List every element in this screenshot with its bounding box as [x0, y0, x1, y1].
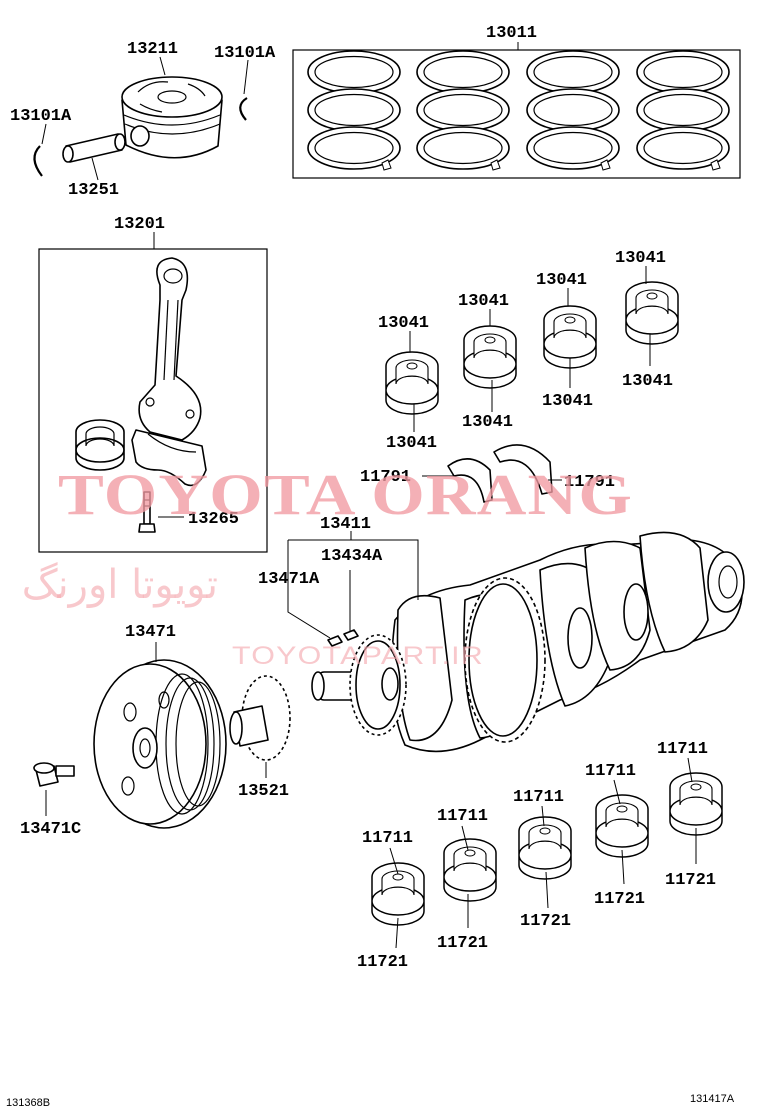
piston-pin	[62, 133, 126, 163]
crankshaft	[311, 531, 745, 753]
label-11791-right: 11791	[564, 473, 615, 492]
key-2	[343, 629, 359, 641]
label-13471c: 13471C	[20, 820, 81, 839]
piston-ring-sets	[292, 49, 741, 179]
label-13251: 13251	[68, 181, 119, 200]
label-13041-5: 13041	[386, 434, 437, 453]
label-11711-2: 11711	[437, 807, 488, 826]
conrod-bearings	[385, 281, 679, 415]
connecting-rod	[138, 257, 202, 441]
label-13211: 13211	[127, 40, 178, 59]
timing-sprocket	[229, 675, 291, 761]
label-11711-1: 11711	[362, 829, 413, 848]
watermark-main: TOYOTA ORANG	[58, 462, 633, 527]
label-13041-6: 13041	[462, 413, 513, 432]
label-11721-5: 11721	[665, 871, 716, 890]
label-13041-7: 13041	[542, 392, 593, 411]
connecting-rod-bearing	[75, 419, 125, 471]
connecting-rod-assembly	[38, 248, 268, 553]
label-13101a-left: 13101A	[10, 107, 72, 126]
pulley-bolt	[33, 762, 75, 787]
crankshaft-pulley	[93, 659, 227, 829]
watermark-site: TOYOTAPART.IR	[232, 642, 484, 670]
thrust-washers	[447, 444, 553, 503]
crank-sprocket	[349, 634, 407, 736]
leader-lines	[41, 42, 697, 949]
watermark-persian: تویوتا اورنگ	[22, 562, 218, 608]
label-13471a: 13471A	[258, 570, 320, 589]
piston	[121, 76, 223, 159]
piston-assembly	[33, 76, 248, 177]
snap-ring-top	[239, 97, 248, 121]
label-11711-3: 11711	[513, 788, 564, 807]
label-13041-8: 13041	[622, 372, 673, 391]
label-11721-4: 11721	[594, 890, 645, 909]
label-13041-3: 13041	[536, 271, 587, 290]
footer-left-code: 131368B	[6, 1097, 50, 1109]
connecting-rod-box	[38, 248, 268, 553]
snap-ring-left	[33, 145, 43, 177]
label-13041-1: 13041	[378, 314, 429, 333]
label-13521: 13521	[238, 782, 289, 801]
label-13265: 13265	[188, 510, 239, 529]
key-1	[327, 635, 343, 647]
crankshaft-gear	[464, 577, 546, 743]
label-11711-5: 11711	[657, 740, 708, 759]
label-13041-4: 13041	[615, 249, 666, 268]
label-11721-1: 11721	[357, 953, 408, 972]
label-11791-left: 11791	[360, 468, 411, 487]
connecting-rod-cap	[131, 429, 207, 487]
label-11721-2: 11721	[437, 934, 488, 953]
connecting-rod-bolt	[138, 491, 156, 533]
label-11721-3: 11721	[520, 912, 571, 931]
watermark: TOYOTA ORANG تویوتا اورنگ TOYOTAPART.IR	[22, 462, 633, 670]
label-13011: 13011	[486, 24, 537, 43]
thrust-washer-right	[493, 444, 553, 495]
part-labels: 13211 13101A 13101A 13251 13011 13201 13…	[10, 24, 716, 972]
label-11711-4: 11711	[585, 762, 636, 781]
label-13411: 13411	[320, 515, 371, 534]
label-13471: 13471	[125, 623, 176, 642]
footer-right-code: 131417A	[690, 1093, 735, 1105]
thrust-washer-left	[447, 458, 493, 503]
label-13101a-top: 13101A	[214, 44, 276, 63]
ring-set-box	[292, 49, 741, 179]
label-13201: 13201	[114, 215, 165, 234]
label-13041-2: 13041	[458, 292, 509, 311]
label-13434a: 13434A	[321, 547, 383, 566]
